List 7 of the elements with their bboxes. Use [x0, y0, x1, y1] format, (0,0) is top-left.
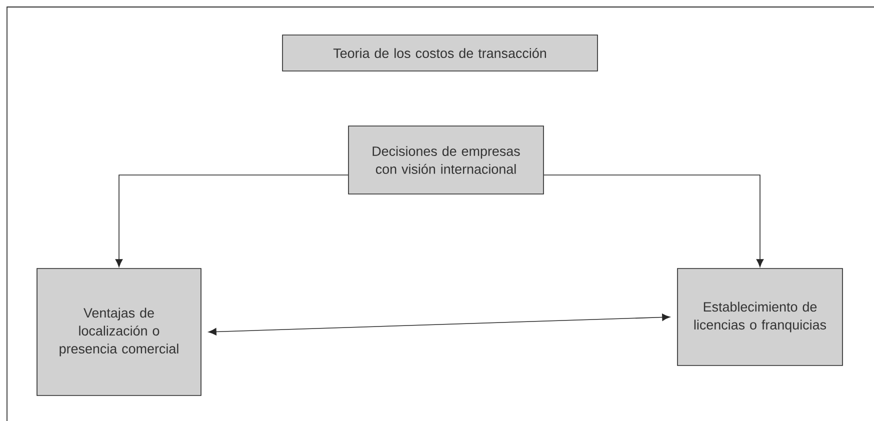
- arrow: [544, 174, 764, 268]
- arrow: [115, 174, 348, 268]
- process-box: Ventajas de localización o presencia comercial: [36, 268, 202, 396]
- process-box: Establecimiento de licencias o franquicias: [677, 268, 843, 366]
- process-box: Teoria de los costos de transacción: [282, 34, 598, 72]
- process-box: Decisiones de empresas con visión internacional: [348, 126, 544, 194]
- arrow: [208, 314, 670, 336]
